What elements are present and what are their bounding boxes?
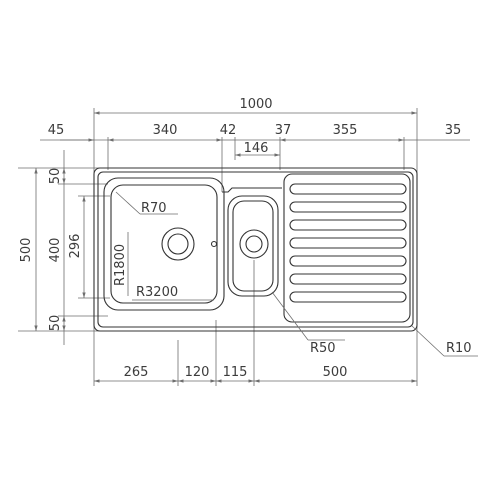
drainer-rib-3 [289, 219, 407, 231]
dim-left-height: 500 [19, 238, 34, 263]
bowl-rim-step [222, 187, 282, 193]
dim-overall-width: 1000 [239, 97, 272, 112]
drainer-rib-2 [289, 201, 407, 213]
dim-left-bottom: 50 [48, 315, 63, 332]
small-bowl-inner [232, 200, 274, 292]
dim-top-left: 45 [48, 123, 65, 138]
drainer-rib-6 [289, 273, 407, 285]
dim-small-bowl: 146 [244, 141, 269, 156]
dim-bottom-d: 500 [323, 365, 348, 380]
drainer-rib-5 [289, 255, 407, 267]
main-bowl-outer [103, 177, 225, 311]
dim-bottom-b: 120 [185, 365, 210, 380]
dim-top-right: 35 [445, 123, 462, 138]
radius-r3200: R3200 [136, 285, 178, 300]
dim-top-gap1: 42 [220, 123, 237, 138]
sink-outline-outer [93, 167, 418, 332]
small-bowl-outer [227, 195, 279, 297]
overflow-hole [210, 240, 218, 248]
radius-leaders [115, 191, 478, 357]
radius-r70: R70 [141, 201, 167, 216]
dim-left-bowl-height: 400 [48, 238, 63, 263]
drainer-rib-1 [289, 183, 407, 195]
sink-body [93, 167, 418, 332]
small-drain-inner [245, 235, 263, 253]
radius-r50: R50 [310, 341, 336, 356]
main-drain-inner [167, 233, 189, 255]
dim-top-bowl: 340 [153, 123, 178, 138]
drainer-rib-7 [289, 291, 407, 303]
main-drain-outer [161, 227, 195, 261]
radius-r10: R10 [446, 341, 472, 356]
dim-bottom-c: 115 [223, 365, 248, 380]
drainer-board [283, 173, 411, 323]
dimension-labels: 1000 45 340 42 37 355 35 146 500 400 296… [19, 97, 472, 380]
small-drain-outer [239, 229, 269, 259]
dim-bottom-a: 265 [124, 365, 149, 380]
dim-top-gap2: 37 [275, 123, 292, 138]
top-dimension-lines [40, 111, 470, 157]
sink-outline-inner [97, 171, 414, 328]
dim-left-inner: 296 [68, 234, 83, 259]
extension-lines [18, 108, 418, 386]
left-dimension-lines [34, 150, 86, 345]
dim-top-drainer: 355 [333, 123, 358, 138]
dim-left-top: 50 [48, 168, 63, 185]
drainer-rib-4 [289, 237, 407, 249]
radius-r1800: R1800 [113, 244, 128, 286]
